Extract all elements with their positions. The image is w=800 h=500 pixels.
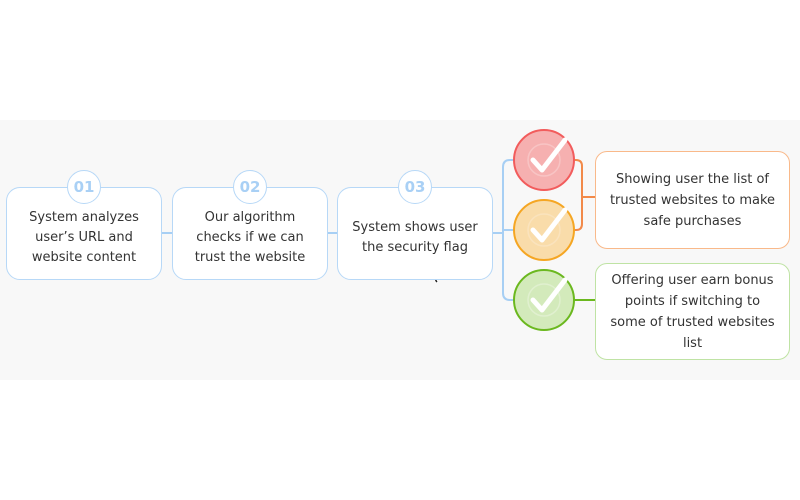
branch-bracket: [493, 159, 514, 301]
outcome-2-box: Offering user earn bonus points if switc…: [595, 263, 790, 360]
outcome-1-text: Showing user the list of trusted website…: [609, 171, 776, 229]
check-icon-red: [513, 129, 575, 191]
step-3-text: System shows user the security flag: [352, 219, 478, 255]
outcome-1-box: Showing user the list of trusted website…: [595, 151, 790, 249]
outcome-2-text: Offering user earn bonus points if switc…: [610, 272, 775, 351]
orange-connector: [574, 159, 595, 231]
check-icon-orange: [513, 199, 575, 261]
step-1-text: System analyzes user’s URL and website c…: [29, 209, 139, 265]
step-1-number: 01: [67, 170, 101, 204]
step-2-text: Our algorithm checks if we can trust the…: [194, 209, 306, 265]
step-2-number: 02: [233, 170, 267, 204]
step-1-box: System analyzes user’s URL and website c…: [6, 187, 162, 280]
check-icon-green: [513, 269, 575, 331]
step-3-number: 03: [398, 170, 432, 204]
